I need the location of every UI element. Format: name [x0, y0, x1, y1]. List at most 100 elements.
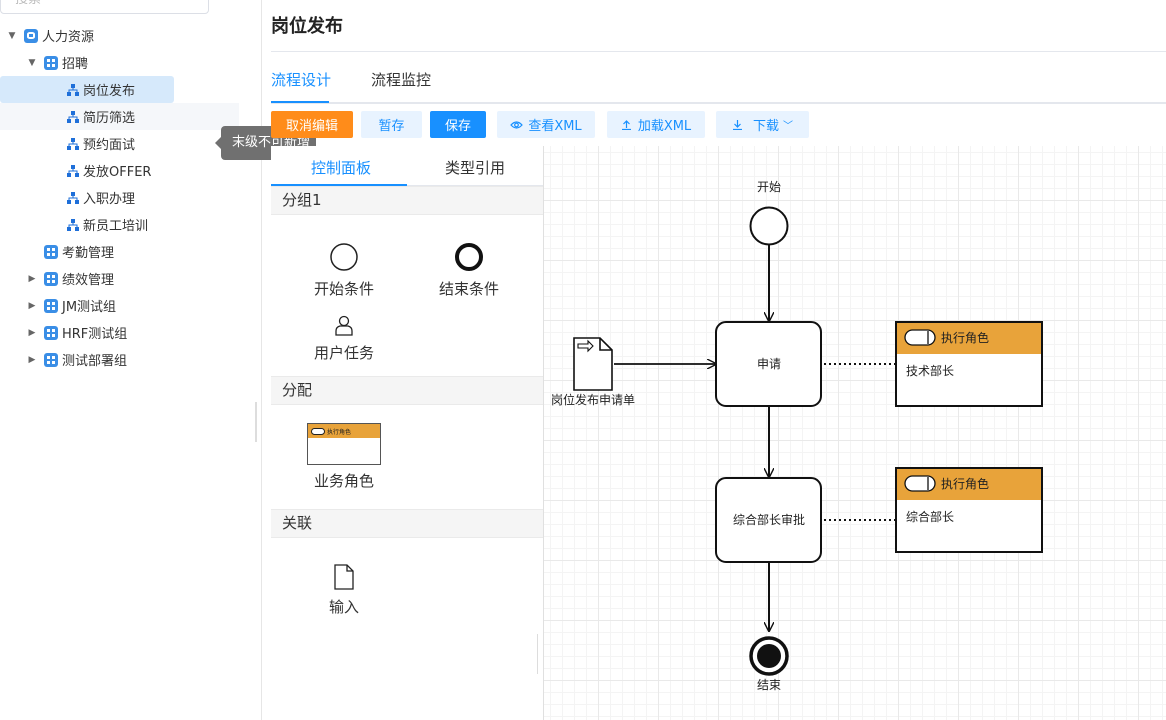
grid-icon — [44, 244, 58, 259]
palette-input[interactable]: 输入 — [289, 564, 399, 617]
bpmn-canvas[interactable]: 开始 岗位发布申请单 申请 执行角色 技术部长 综合部长审批 — [543, 146, 1166, 720]
group-header-1[interactable]: 分组1 — [271, 186, 543, 215]
bpmn-diagram[interactable]: 开始 岗位发布申请单 申请 执行角色 技术部长 综合部长审批 — [544, 146, 1166, 720]
grid-icon — [44, 352, 58, 367]
divider — [537, 634, 538, 674]
tree-node-label: 考勤管理 — [62, 246, 115, 261]
palette-tab-ink — [271, 184, 407, 186]
tree-node-label: 入职办理 — [83, 192, 136, 207]
org-icon — [67, 218, 79, 231]
tree: ▼ 人力资源 ▼ 招聘 岗位发布 简历筛选 预约面试 发放OFFER 入职办理 — [0, 22, 262, 373]
page-title: 岗位发布 — [271, 16, 343, 37]
role-name: 综合部长 — [906, 509, 954, 524]
org-icon — [67, 164, 79, 177]
caret-down-icon[interactable]: ▼ — [28, 57, 36, 68]
main-panel: 岗位发布 流程设计 流程监控 取消编辑 暂存 保存 查看XML 加载XML 下载… — [271, 0, 1166, 720]
tree-node-hr[interactable]: ▼ 人力资源 — [0, 22, 262, 49]
draft-button[interactable]: 暂存 — [361, 111, 422, 138]
load-xml-label: 加载XML — [637, 119, 692, 134]
download-dropdown[interactable]: 下载 ﹀ — [716, 111, 809, 138]
role-header-label: 执行角色 — [941, 331, 989, 345]
group-header-assign[interactable]: 分配 — [271, 376, 543, 405]
tab-bar: 流程设计 流程监控 — [271, 52, 1166, 104]
tree-node-label: HRF测试组 — [62, 327, 128, 342]
caret-right-icon[interactable]: ▶ — [28, 327, 36, 338]
palette-end-event[interactable]: 结束条件 — [414, 242, 524, 299]
tree-node-label: 预约面试 — [83, 138, 136, 153]
tree-node-performance[interactable]: ▶ 绩效管理 — [0, 265, 262, 292]
save-button[interactable]: 保存 — [430, 111, 486, 138]
role-header-label: 执行角色 — [941, 477, 989, 491]
caret-right-icon[interactable]: ▶ — [28, 354, 36, 365]
input-arrow-icon — [577, 339, 594, 353]
grid-icon — [44, 325, 58, 340]
view-xml-button[interactable]: 查看XML — [497, 111, 595, 138]
upload-icon — [621, 120, 631, 130]
tooltip: 末级不可新增 — [215, 126, 316, 160]
org-icon — [67, 191, 79, 204]
grid-icon — [44, 55, 58, 70]
role-name: 技术部长 — [906, 363, 954, 378]
divider — [271, 51, 1166, 52]
tab-process-monitor[interactable]: 流程监控 — [371, 71, 432, 89]
start-event-icon — [330, 243, 358, 271]
tab-ink-bar — [271, 101, 329, 103]
tree-node-label: 新员工培训 — [83, 219, 149, 234]
palette-item-label: 结束条件 — [438, 280, 499, 298]
tree-node-jm[interactable]: ▶ JM测试组 — [0, 292, 262, 319]
chevron-down-icon: ﹀ — [783, 121, 793, 132]
view-xml-label: 查看XML — [528, 119, 582, 134]
tree-leaf-resume[interactable]: 简历筛选 — [0, 103, 239, 130]
load-xml-button[interactable]: 加载XML — [607, 111, 705, 138]
tab-type-reference[interactable]: 类型引用 — [445, 159, 506, 177]
end-event-icon — [455, 243, 483, 271]
cancel-edit-button[interactable]: 取消编辑 — [271, 111, 353, 138]
grid-icon — [44, 271, 58, 286]
tab-process-design[interactable]: 流程设计 — [271, 71, 332, 89]
org-icon — [67, 110, 79, 123]
element-palette: 控制面板 类型引用 分组1 开始条件 结束条件 用户任务 分配 执行角色 — [271, 146, 543, 720]
toggle-icon[interactable] — [904, 475, 936, 492]
palette-item-label: 开始条件 — [313, 280, 374, 298]
org-icon — [67, 83, 79, 96]
resize-handle[interactable] — [255, 402, 257, 442]
eye-icon — [510, 120, 524, 129]
start-event[interactable] — [749, 206, 789, 246]
tree-leaf-training[interactable]: 新员工培训 — [0, 211, 262, 238]
sidebar: 搜索 ▼ 人力资源 ▼ 招聘 岗位发布 简历筛选 预约面试 发放OFFER — [0, 0, 262, 720]
tree-node-label: 绩效管理 — [62, 273, 115, 288]
tree-node-deploy[interactable]: ▶ 测试部署组 — [0, 346, 262, 373]
download-icon — [732, 120, 742, 130]
caret-right-icon[interactable]: ▶ — [28, 300, 36, 311]
task-approval[interactable] — [715, 477, 822, 563]
palette-item-label: 输入 — [328, 598, 359, 616]
tree-node-label: JM测试组 — [62, 300, 117, 315]
role-card-header: 执行角色 — [308, 424, 380, 438]
tab-control-panel[interactable]: 控制面板 — [311, 159, 372, 177]
start-event-label: 开始 — [757, 180, 781, 194]
palette-user-task[interactable]: 用户任务 — [289, 314, 399, 363]
tree-node-recruit[interactable]: ▼ 招聘 — [0, 49, 262, 76]
palette-business-role[interactable]: 执行角色 业务角色 — [289, 423, 399, 491]
tree-node-label: 岗位发布 — [83, 84, 136, 99]
group-header-association[interactable]: 关联 — [271, 509, 543, 538]
search-input[interactable]: 搜索 — [0, 0, 209, 14]
data-object[interactable] — [573, 337, 613, 391]
tree-leaf-onboard[interactable]: 入职办理 — [0, 184, 262, 211]
task-label: 申请 — [757, 357, 781, 371]
tree-leaf-interview[interactable]: 预约面试 — [0, 130, 262, 157]
palette-start-event[interactable]: 开始条件 — [289, 242, 399, 299]
tree-node-attendance[interactable]: 考勤管理 — [0, 238, 262, 265]
toggle-icon — [311, 427, 325, 435]
caret-right-icon[interactable]: ▶ — [28, 273, 36, 284]
palette-item-label: 用户任务 — [313, 344, 374, 362]
tree-leaf-offer[interactable]: 发放OFFER — [0, 157, 262, 184]
task-label: 综合部长审批 — [733, 512, 805, 527]
task-apply[interactable] — [715, 321, 822, 407]
toggle-icon[interactable] — [904, 329, 936, 346]
data-object-fold — [599, 338, 612, 351]
tree-node-label: 发放OFFER — [83, 165, 152, 180]
caret-down-icon[interactable]: ▼ — [8, 30, 16, 41]
tree-node-hrf[interactable]: ▶ HRF测试组 — [0, 319, 262, 346]
tree-leaf-job-post[interactable]: 岗位发布 — [0, 76, 174, 103]
